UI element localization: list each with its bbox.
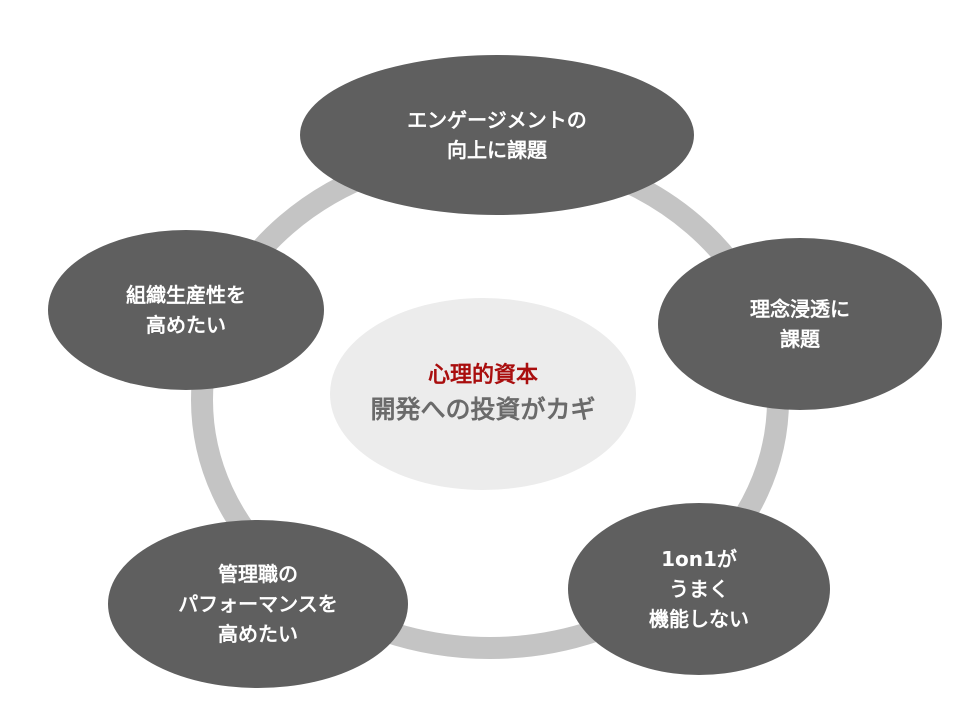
- center-core: 心理的資本 開発への投資がカギ: [330, 298, 636, 490]
- issue-text-manager-performance: 管理職の パフォーマンスを 高めたい: [178, 562, 338, 646]
- issue-text-engagement: エンゲージメントの 向上に課題: [407, 108, 587, 162]
- issue-bubble-manager-performance: 管理職の パフォーマンスを 高めたい: [108, 520, 408, 688]
- issue-bubble-org-productivity: 組織生産性を 高めたい: [48, 230, 324, 390]
- issue-bubble-one-on-one: 1on1が うまく 機能しない: [568, 503, 830, 675]
- issue-text-one-on-one: 1on1が うまく 機能しない: [649, 547, 749, 631]
- issue-text-philosophy: 理念浸透に 課題: [750, 297, 850, 351]
- issue-bubble-engagement: エンゲージメントの 向上に課題: [300, 55, 694, 215]
- issue-bubble-philosophy: 理念浸透に 課題: [658, 238, 942, 410]
- issue-text-org-productivity: 組織生産性を 高めたい: [126, 283, 246, 337]
- center-subtitle: 開発への投資がカギ: [370, 395, 596, 424]
- center-title: 心理的資本: [427, 363, 538, 388]
